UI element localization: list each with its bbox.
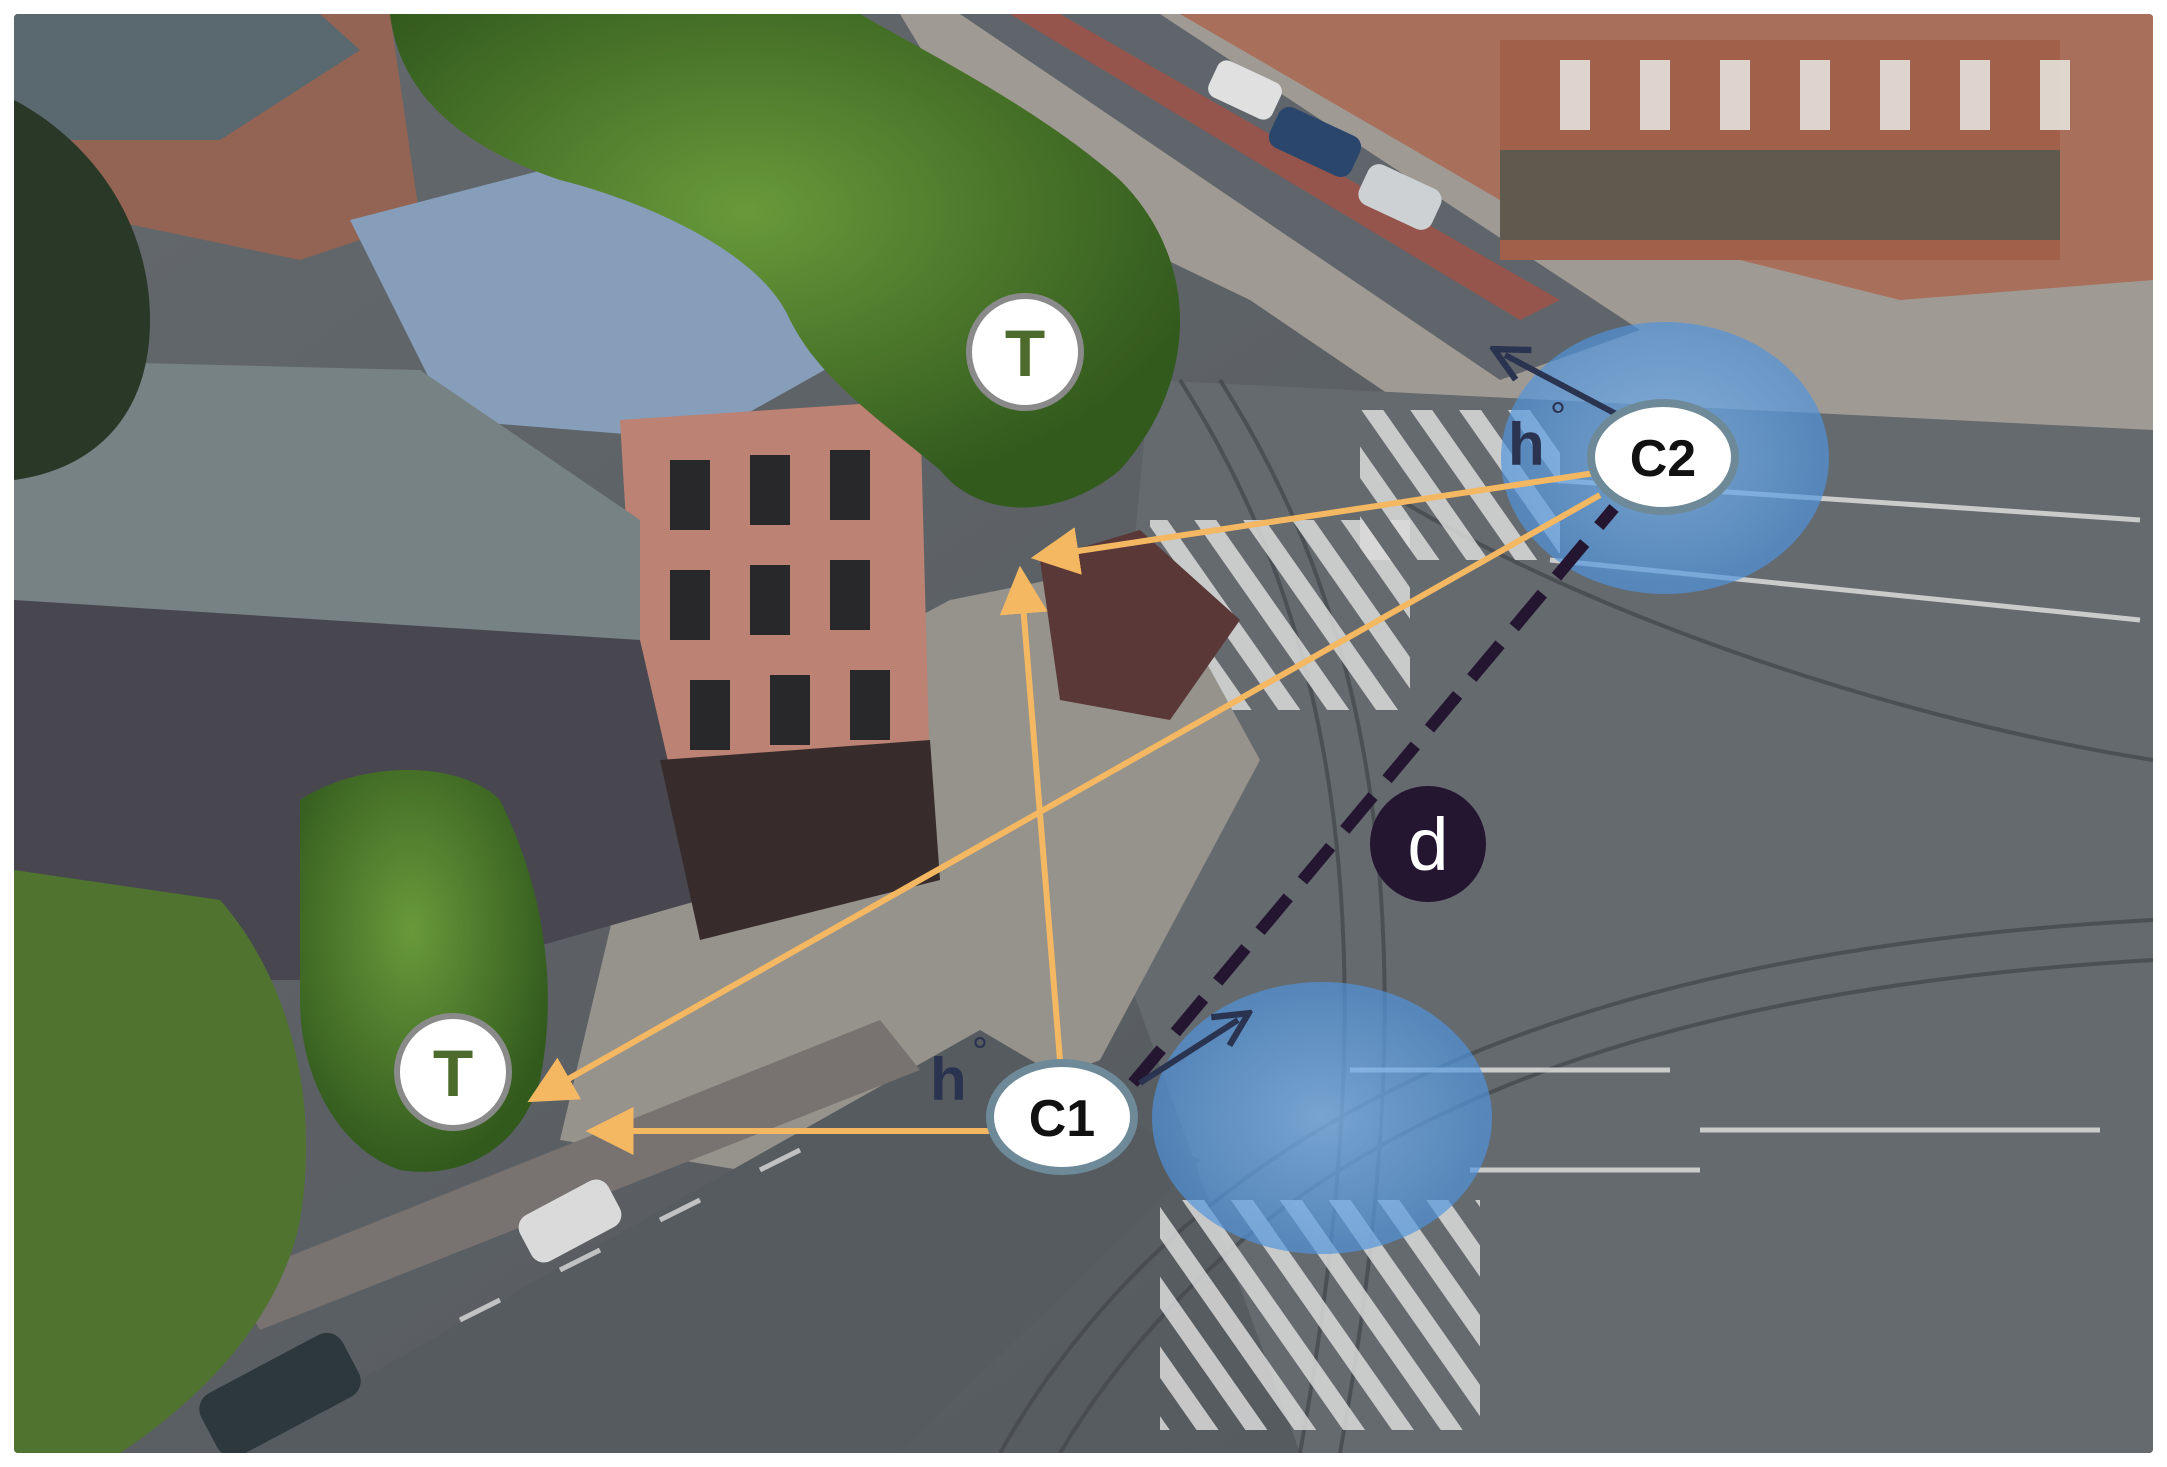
shopfront (660, 740, 940, 940)
lower-lane-dashes (458, 1147, 802, 1323)
bike-lane (1010, 14, 1560, 320)
storefronts (1500, 150, 2060, 240)
distance-badge (1370, 786, 1486, 902)
tree-marker-label: T (1005, 316, 1045, 390)
heading-symbol: h (1508, 411, 1545, 478)
foliage-left-shadow (14, 100, 150, 480)
distance-label: d (1370, 786, 1486, 902)
ray-c2-to-tree-1 (1030, 470, 1596, 575)
blue-roof (350, 150, 860, 440)
tree-marker-icon: T (966, 293, 1084, 411)
heading-degree: ° (1550, 395, 1566, 439)
heading-arrow-icon (1505, 355, 1620, 418)
facade-windows (1560, 60, 2070, 130)
camera-2-label: C2 (1630, 430, 1696, 488)
heading-label-c2: h ° (1508, 395, 1566, 478)
tree-marker-label: T (433, 1036, 473, 1110)
photo-shade (14, 14, 2153, 1453)
heading-arrow-icon (1138, 1020, 1238, 1086)
heading-symbol: h (930, 1046, 967, 1113)
tree-marker-icon: T (394, 1013, 512, 1131)
camera-position-icon: C2 (1587, 399, 1739, 515)
ray-c2-to-tree-2 (527, 492, 1602, 1103)
distance-text: d (1407, 803, 1448, 886)
lower-road (230, 1030, 1200, 1453)
heading-label-c1: h ° (930, 1030, 988, 1113)
camera-1-label: C1 (1029, 1090, 1095, 1148)
foliage-bottom-left (14, 870, 307, 1453)
lower-sidewalk (230, 1020, 920, 1330)
camera-1-halo (1152, 982, 1492, 1254)
pink-facade-windows (670, 450, 890, 750)
roof-top-left (14, 14, 360, 140)
ray-c1-to-tree-1 (999, 565, 1063, 1061)
planter-area (1040, 530, 1240, 720)
camera-position-icon: C1 (986, 1059, 1138, 1175)
distance-line-icon (1128, 504, 1619, 1087)
parked-cars (199, 60, 1442, 1453)
heading-degree: ° (972, 1030, 988, 1074)
